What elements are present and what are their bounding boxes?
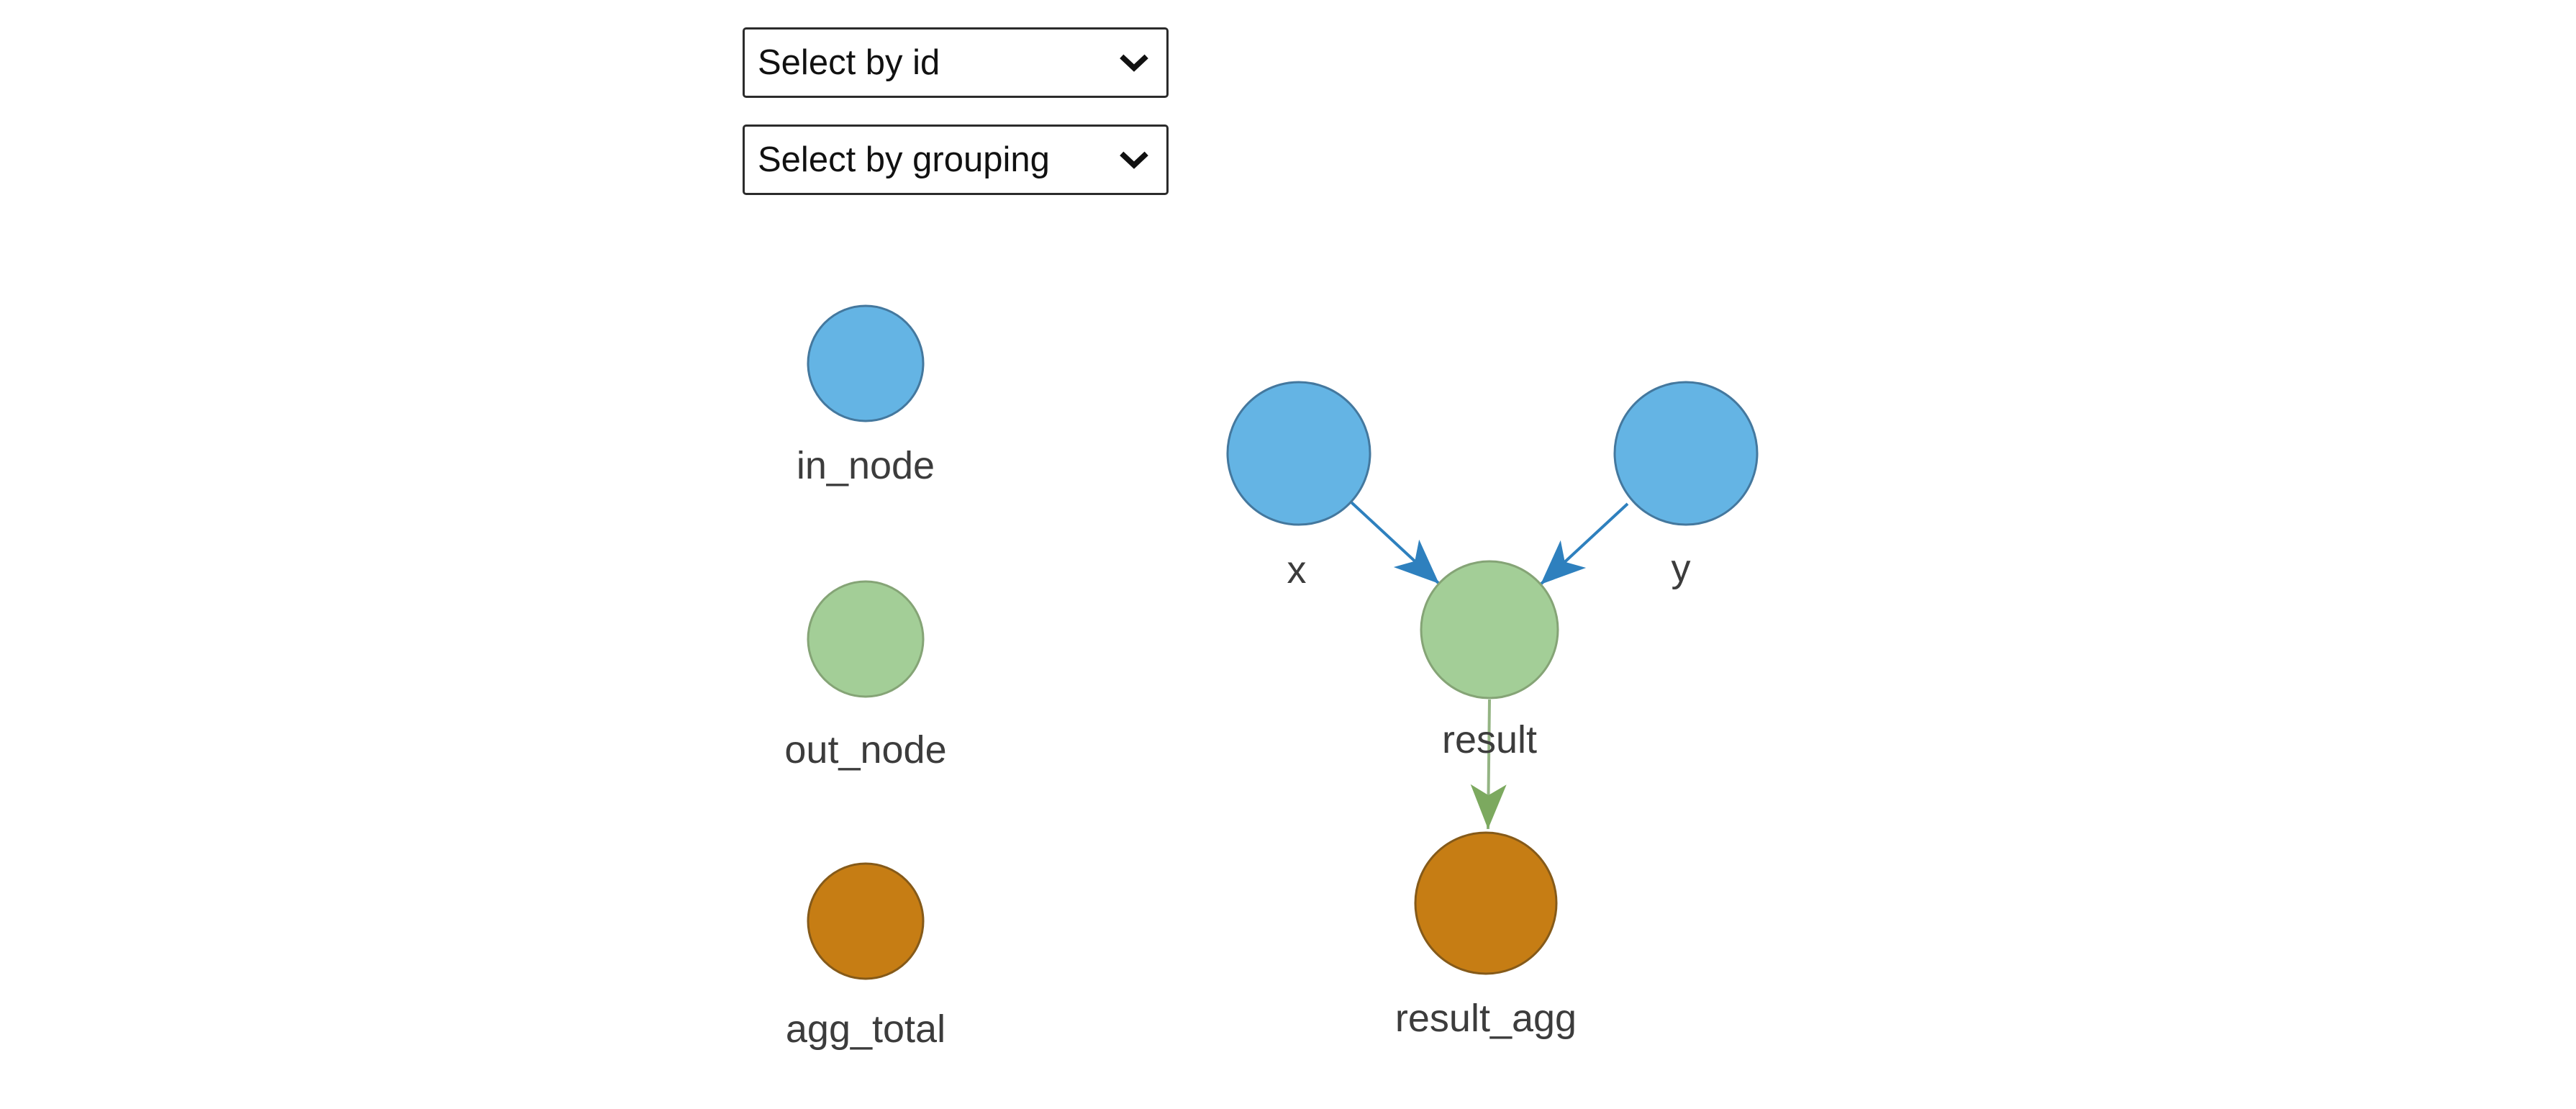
- select-by-id-dropdown[interactable]: Select by id: [743, 27, 1169, 98]
- legend-label-in-node: in_node: [797, 444, 935, 487]
- legend-node-out-node: [807, 580, 925, 698]
- edge-result-to-result-agg: [1470, 699, 1507, 830]
- legend-node-agg-total: [807, 862, 925, 980]
- select-by-grouping-wrapper: Select by grouping: [743, 125, 1169, 195]
- graph-node-label-result-agg: result_agg: [1395, 997, 1577, 1040]
- legend-node-in-node: [807, 304, 925, 422]
- select-by-grouping-dropdown[interactable]: Select by grouping: [743, 125, 1169, 195]
- graph: x y result result_agg: [1226, 381, 1759, 1040]
- graph-node-result[interactable]: [1420, 560, 1559, 700]
- graph-node-y[interactable]: [1613, 381, 1759, 526]
- select-by-id-wrapper: Select by id: [743, 27, 1169, 98]
- legend-label-out-node: out_node: [784, 728, 946, 771]
- graph-node-x[interactable]: [1226, 381, 1371, 526]
- graph-node-label-result: result: [1442, 718, 1537, 761]
- legend: in_node out_node agg_total: [784, 304, 947, 1051]
- edge-y-to-result: [1539, 502, 1629, 586]
- legend-label-agg-total: agg_total: [786, 1008, 945, 1051]
- graph-node-label-y: y: [1672, 547, 1691, 590]
- graph-node-result-agg[interactable]: [1414, 831, 1558, 975]
- edge-x-to-result: [1350, 501, 1441, 585]
- graph-node-label-x: x: [1287, 548, 1307, 592]
